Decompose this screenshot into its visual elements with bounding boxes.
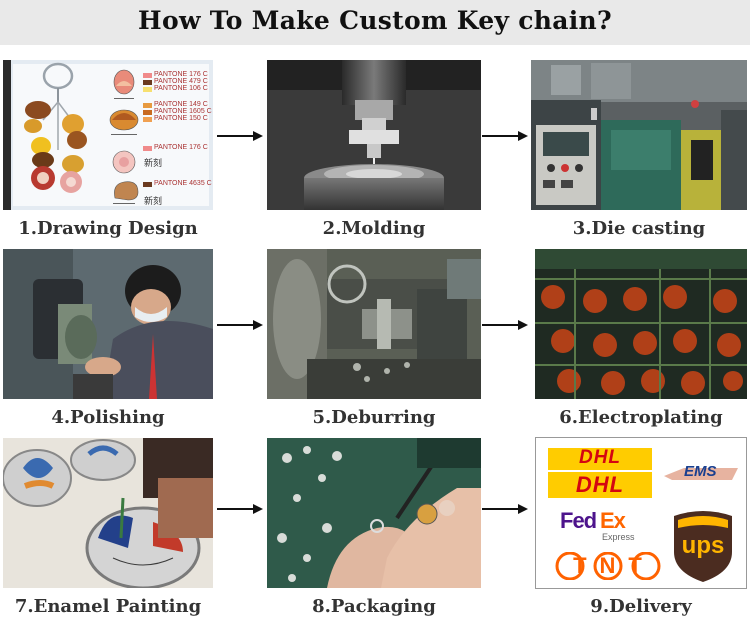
delivery-logos: DHL DHL EMS Fed Ex Express ups TNT bbox=[535, 437, 747, 589]
dhl-text: DHL bbox=[578, 447, 622, 468]
enamel-painting-illustration bbox=[3, 438, 213, 588]
fedex-logo: Fed Ex Express bbox=[560, 508, 650, 548]
step-label: 8.Packaging bbox=[312, 596, 436, 617]
ems-wings-icon bbox=[664, 468, 738, 480]
arrow-right-icon bbox=[482, 131, 528, 141]
pantone-list-2: PANTONE 149 C PANTONE 1605 C PANTONE 150… bbox=[154, 101, 212, 122]
electroplating-photo bbox=[535, 249, 747, 399]
pantone-label: PANTONE 150 C bbox=[154, 115, 208, 122]
step-label: 1.Drawing Design bbox=[18, 218, 198, 239]
page-title: How To Make Custom Key chain? bbox=[138, 6, 612, 35]
drawing-design-illustration bbox=[3, 60, 213, 210]
pantone-label: PANTONE 4635 C bbox=[154, 180, 212, 187]
deburring-photo bbox=[267, 249, 481, 399]
pantone-label: PANTONE 176 C bbox=[154, 71, 208, 78]
enamel-painting-photo bbox=[3, 438, 213, 588]
ems-text: EMS bbox=[684, 463, 717, 480]
arrow-right-icon bbox=[482, 504, 528, 514]
pantone-label: PANTONE 106 C bbox=[154, 85, 208, 92]
pantone-label: PANTONE 149 C bbox=[154, 101, 208, 108]
arrow-right-icon bbox=[217, 131, 263, 141]
step-label: 9.Delivery bbox=[590, 596, 692, 617]
pantone-label: PANTONE 176 C bbox=[154, 144, 208, 151]
step-label: 7.Enamel Painting bbox=[14, 596, 202, 617]
step-label: 2.Molding bbox=[322, 218, 426, 239]
pantone-list-1: PANTONE 176 C PANTONE 479 C PANTONE 106 … bbox=[154, 71, 208, 92]
die-casting-photo bbox=[531, 60, 747, 210]
molding-photo bbox=[267, 60, 481, 210]
pantone-list-4: PANTONE 4635 C bbox=[154, 180, 212, 187]
tnt-text: TNT bbox=[573, 553, 655, 578]
step-label: 3.Die casting bbox=[572, 218, 706, 239]
step-label: 5.Deburring bbox=[312, 407, 436, 428]
ups-logo: ups bbox=[672, 510, 734, 582]
ems-logo: EMS bbox=[664, 462, 738, 484]
step-label: 4.Polishing bbox=[51, 407, 165, 428]
polishing-photo bbox=[3, 249, 213, 399]
drawing-design-photo: PANTONE 176 C PANTONE 479 C PANTONE 106 … bbox=[3, 60, 213, 210]
ups-shield-icon bbox=[674, 511, 732, 582]
tnt-circles-icon bbox=[555, 551, 661, 581]
polishing-illustration bbox=[3, 249, 213, 399]
pantone-label: PANTONE 1605 C bbox=[154, 108, 212, 115]
arrow-right-icon bbox=[217, 504, 263, 514]
molding-illustration bbox=[267, 60, 481, 210]
arrow-right-icon bbox=[217, 320, 263, 330]
fedex-fed-text: Fed bbox=[560, 508, 597, 533]
deburring-illustration bbox=[267, 249, 481, 399]
pantone-label: PANTONE 479 C bbox=[154, 78, 208, 85]
pantone-list-3: PANTONE 176 C bbox=[154, 144, 208, 151]
dhl-logo: DHL bbox=[548, 447, 652, 470]
electroplating-illustration bbox=[535, 249, 747, 399]
dhl-logo: DHL bbox=[548, 472, 652, 498]
die-casting-illustration bbox=[531, 60, 747, 210]
chinese-note: 新刻 bbox=[144, 196, 163, 206]
packaging-illustration bbox=[267, 438, 481, 588]
fedex-ex-text: Ex bbox=[600, 508, 626, 533]
step-label: 6.Electroplating bbox=[559, 407, 723, 428]
title-bar bbox=[0, 0, 750, 45]
fedex-express-text: Express bbox=[602, 532, 635, 542]
dhl-text: DHL bbox=[575, 472, 625, 497]
chinese-note: 新刻 bbox=[144, 158, 163, 168]
tnt-logo: TNT bbox=[554, 551, 662, 581]
arrow-right-icon bbox=[482, 320, 528, 330]
ups-text: ups bbox=[681, 532, 725, 559]
packaging-photo bbox=[267, 438, 481, 588]
